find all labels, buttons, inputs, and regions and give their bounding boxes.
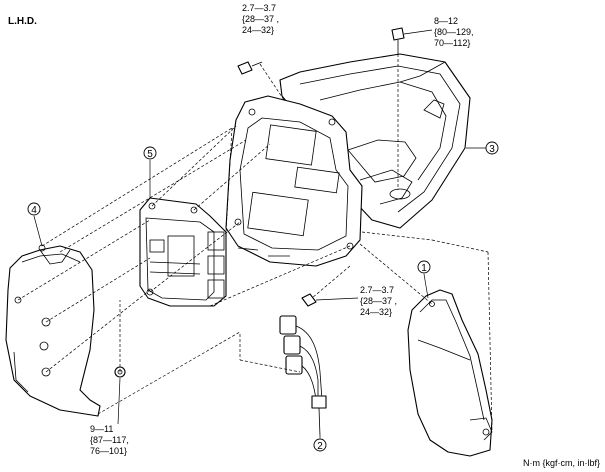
part-4-cover (5, 244, 101, 417)
bolt-middle-icon (301, 293, 317, 307)
torque-label-bottom-left: 9—11 {87—117, 76—101} (90, 377, 129, 456)
svg-text:{87—117,: {87—117, (90, 435, 129, 445)
svg-text:70—112}: 70—112} (434, 38, 470, 48)
svg-text:76—101}: 76—101} (90, 446, 127, 456)
callout-1: 1 (417, 260, 431, 299)
part-1-side-cover (407, 289, 493, 457)
callout-3: 3 (466, 141, 499, 155)
svg-text:24—32}: 24—32} (360, 307, 392, 317)
svg-text:8—12: 8—12 (434, 16, 458, 26)
callout-4: 4 (27, 202, 43, 247)
svg-text:9—11: 9—11 (90, 424, 113, 434)
part-5-control-module (139, 197, 227, 307)
svg-text:2.7—3.7: 2.7—3.7 (360, 285, 394, 295)
part-2-harness (279, 315, 327, 437)
svg-text:24—32}: 24—32} (242, 25, 274, 35)
torque-label-middle: 2.7—3.7 {28—37 , 24—32} (315, 285, 397, 317)
torque-label-top-right: 8—12 {80—129, 70—112} (403, 16, 474, 48)
torque-label-top: 2.7—3.7 {28—37 , 24—32} (242, 3, 279, 35)
bolt-top-right-icon (391, 27, 405, 54)
diagram-title: L.H.D. (8, 16, 37, 27)
svg-text:2: 2 (317, 441, 323, 452)
units-label: N·m {kgf·cm, in·lbf} (523, 458, 600, 468)
alignment-dashes (17, 54, 493, 433)
svg-text:{28—37 ,: {28—37 , (360, 296, 397, 306)
bolt-top-icon (237, 61, 263, 75)
mounting-plate (225, 95, 363, 267)
svg-text:{80—129,: {80—129, (434, 27, 474, 37)
callout-5: 5 (143, 146, 157, 198)
svg-text:4: 4 (31, 205, 37, 216)
svg-text:3: 3 (489, 144, 495, 155)
svg-text:1: 1 (421, 263, 427, 274)
svg-text:2.7—3.7: 2.7—3.7 (242, 3, 276, 13)
svg-text:{28—37 ,: {28—37 , (242, 14, 279, 24)
svg-text:5: 5 (147, 149, 153, 160)
callout-2: 2 (313, 436, 327, 452)
